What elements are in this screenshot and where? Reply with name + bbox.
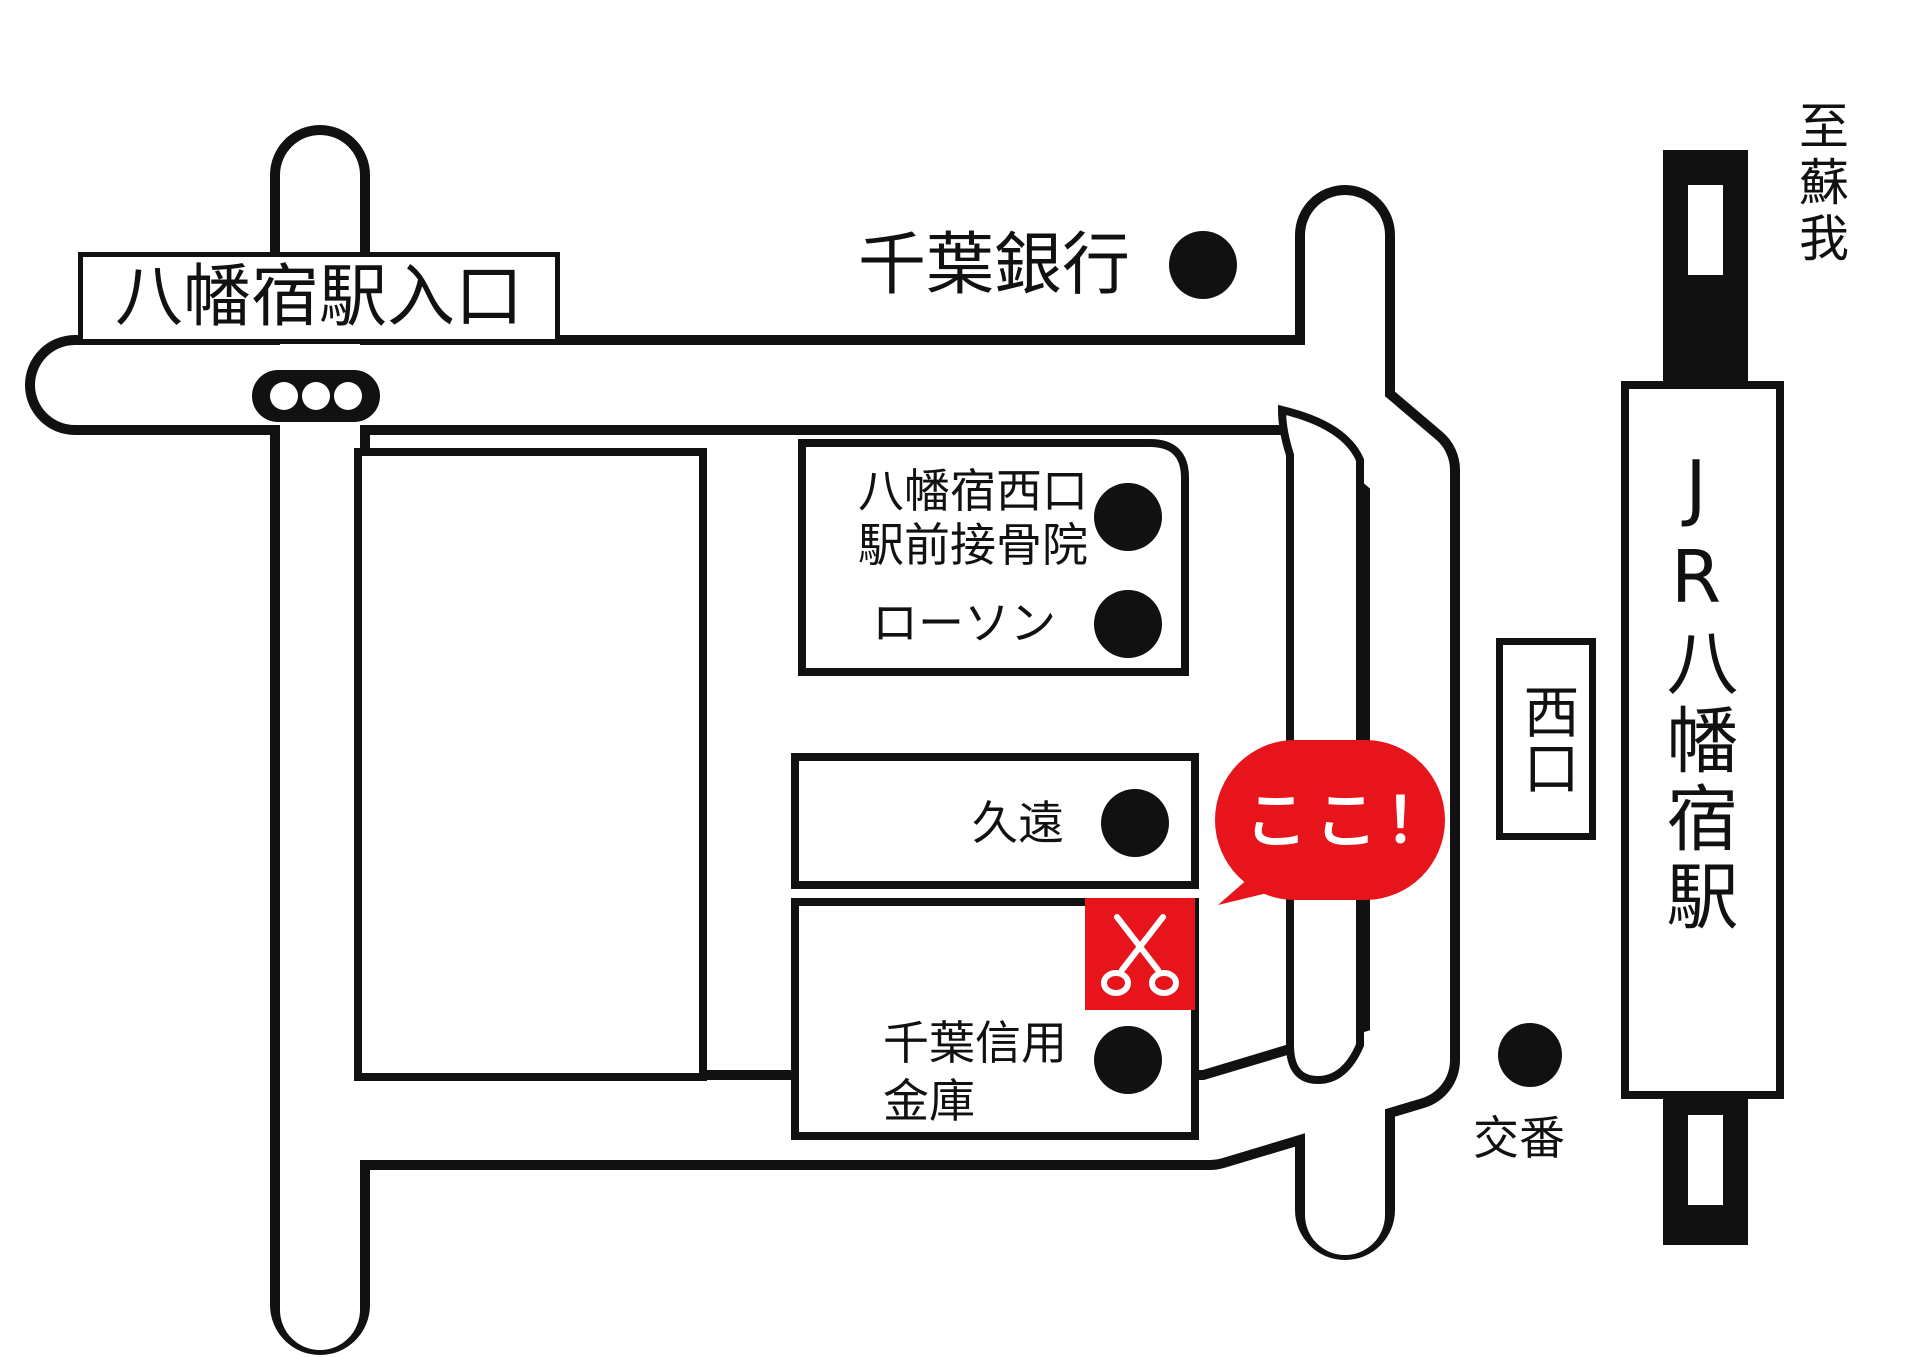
traffic-signal-icon bbox=[252, 370, 380, 422]
shinkin-label-line1: 千葉信用 bbox=[883, 1016, 1067, 1070]
road-network bbox=[25, 125, 1460, 1355]
railway bbox=[1621, 150, 1784, 1245]
seikotsuin-dot-icon bbox=[1094, 483, 1162, 551]
station-entrance-sign: 八幡宿駅入口 bbox=[78, 252, 560, 344]
direction-soga-label: 至蘇我 bbox=[1791, 100, 1849, 268]
west-exit-sign: 西口 bbox=[1496, 638, 1596, 840]
station-name-label: JR八幡宿駅 bbox=[1654, 445, 1738, 937]
shop-marker[interactable] bbox=[1085, 898, 1195, 1010]
station-entrance-label: 八幡宿駅入口 bbox=[114, 258, 523, 337]
block-west bbox=[354, 448, 707, 1081]
lawson-label: ローソン bbox=[872, 596, 1056, 650]
chiba-bank-dot-icon bbox=[1169, 231, 1237, 299]
here-bubble bbox=[1215, 740, 1445, 905]
lawson-dot-icon bbox=[1094, 590, 1162, 658]
west-exit-label: 西口 bbox=[1514, 683, 1579, 795]
scissors-icon bbox=[1101, 914, 1179, 996]
koban-label: 交番 bbox=[1473, 1111, 1565, 1165]
chiba-bank-label: 千葉銀行 bbox=[858, 226, 1131, 305]
shinkin-dot-icon bbox=[1094, 1026, 1162, 1094]
block-seikotsuin-lawson bbox=[798, 439, 1189, 676]
here-label: ここ！ bbox=[1245, 784, 1456, 857]
shinkin-label-line2: 金庫 bbox=[883, 1074, 975, 1128]
seikotsuin-label-line2: 駅前接骨院 bbox=[858, 518, 1088, 572]
koban-dot-icon bbox=[1498, 1023, 1562, 1087]
station-building bbox=[1621, 381, 1784, 1099]
seikotsuin-label-line1: 八幡宿西口 bbox=[858, 464, 1088, 518]
kuon-label: 久遠 bbox=[972, 796, 1064, 850]
kuon-dot-icon bbox=[1101, 789, 1169, 857]
